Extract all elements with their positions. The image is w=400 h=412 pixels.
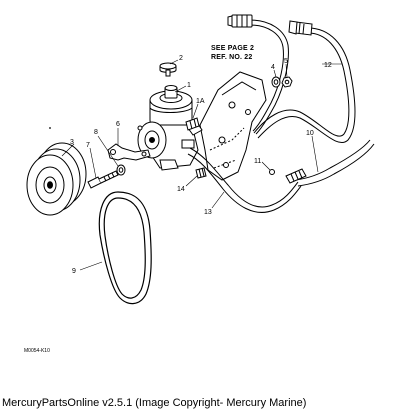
washer-4	[271, 76, 281, 88]
fitting-14	[195, 167, 207, 179]
pressure-hose-upper	[249, 19, 289, 135]
callout-1: 1	[187, 82, 191, 89]
pump-pulley	[26, 142, 87, 216]
hose-13	[187, 147, 302, 213]
brace-6	[107, 143, 151, 161]
clamp-11	[269, 169, 275, 175]
callout-1a: 1A	[196, 98, 205, 105]
callout-11: 11	[254, 158, 261, 165]
nut-5	[281, 76, 293, 88]
callout-3: 3	[70, 139, 74, 146]
hose-12-fitting	[288, 20, 313, 36]
callout-12: 12	[324, 62, 332, 69]
pump-body	[137, 121, 203, 171]
mounting-bracket	[199, 71, 267, 181]
stray-dot	[49, 127, 51, 129]
callout-8: 8	[94, 129, 98, 136]
callout-6: 6	[116, 121, 120, 128]
reservoir-cap	[159, 62, 177, 77]
callout-2: 2	[179, 55, 183, 62]
hose-12	[253, 27, 356, 143]
callout-4: 4	[271, 64, 275, 71]
hose-10	[295, 139, 375, 187]
callout-5: 5	[284, 58, 288, 65]
see-page-note-line1: SEE PAGE 2	[211, 45, 254, 52]
leader-lines	[61, 59, 342, 271]
see-page-note-line2: REF. NO. 22	[211, 54, 253, 61]
exploded-parts-diagram: 1 1A 2 3 4 5 6 7 8 9 10 11 12 13 14 SEE …	[24, 14, 375, 354]
callout-9: 9	[72, 268, 76, 275]
upper-hose-fitting	[227, 14, 253, 28]
washer-8	[116, 164, 126, 176]
callout-labels: 1 1A 2 3 4 5 6 7 8 9 10 11 12 13 14	[70, 55, 332, 275]
callout-13: 13	[204, 209, 212, 216]
callout-10: 10	[306, 130, 314, 137]
callout-14: 14	[177, 186, 185, 193]
callout-7: 7	[86, 142, 90, 149]
drive-belt	[98, 191, 152, 305]
copyright-caption: MercuryPartsOnline v2.5.1 (Image Copyrig…	[2, 397, 307, 409]
fitting-1a	[185, 117, 200, 131]
hose-10-fitting	[285, 168, 307, 184]
bolt-7	[87, 170, 119, 189]
drawing-code: M0054-K10	[24, 348, 50, 354]
